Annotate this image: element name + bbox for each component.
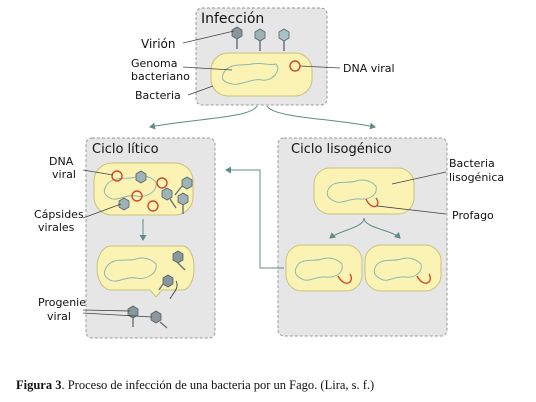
bacterium-cell bbox=[210, 52, 313, 97]
label-dna-viral-top: DNA viral bbox=[343, 62, 395, 75]
daughter-cell-left bbox=[285, 244, 363, 292]
infected-cell bbox=[93, 162, 194, 216]
lytic-panel: Ciclo lítico bbox=[82, 137, 216, 339]
prophage-icon bbox=[416, 273, 431, 284]
branch-arrows bbox=[149, 105, 376, 130]
bacterial-genome bbox=[221, 62, 279, 85]
figure-label: Figura 3 bbox=[16, 378, 62, 392]
virion-icon bbox=[278, 28, 290, 51]
label-bacteria-lisogenica-1: Bacteria bbox=[449, 157, 495, 170]
infection-title: Infección bbox=[201, 11, 264, 27]
viral-dna-icon bbox=[111, 170, 123, 182]
label-virion: Virión bbox=[141, 37, 176, 51]
lytic-title: Ciclo lítico bbox=[92, 142, 159, 157]
virion-icon bbox=[254, 28, 266, 51]
phage-infection-diagram: Infección Virión Genoma bacteriano Bacte… bbox=[34, 7, 504, 339]
label-bacteria-lisogenica-2: lisogénica bbox=[449, 171, 504, 184]
figure-caption: Figura 3. Proceso de infección de una ba… bbox=[16, 378, 526, 393]
phage-progeny-icon bbox=[158, 274, 174, 291]
capsid-icon bbox=[135, 170, 147, 184]
phage-progeny-icon bbox=[172, 250, 186, 271]
capsid-icon bbox=[118, 197, 130, 211]
capsid-icon bbox=[177, 192, 189, 214]
capsid-icon bbox=[174, 176, 193, 196]
label-dna-viral-left-1: DNA bbox=[49, 155, 74, 168]
caption-text: . Proceso de infección de una bacteria p… bbox=[61, 378, 375, 392]
label-capsides-2: virales bbox=[38, 221, 75, 234]
label-dna-viral-left-2: viral bbox=[52, 168, 76, 181]
phage-progeny-icon bbox=[127, 305, 139, 327]
return-arrow bbox=[225, 166, 284, 269]
lysogenic-title: Ciclo lisogénico bbox=[291, 142, 392, 157]
label-capsides-1: Cápsides bbox=[34, 208, 84, 221]
viral-dna-icon bbox=[156, 177, 168, 189]
lysogenic-panel: Ciclo lisogénico bbox=[277, 137, 448, 337]
label-genoma-2: bacteriano bbox=[131, 70, 190, 83]
label-progenie-2: viral bbox=[47, 310, 71, 323]
prophage-icon bbox=[365, 197, 379, 208]
prophage-icon bbox=[337, 273, 352, 284]
phage-progeny-icon bbox=[150, 310, 168, 329]
virion-icon bbox=[231, 26, 243, 49]
label-progenie-1: Progenie bbox=[38, 296, 86, 309]
viral-dna-icon bbox=[131, 190, 143, 202]
viral-dna-icon bbox=[147, 200, 159, 212]
label-genoma-1: Genoma bbox=[131, 57, 177, 70]
daughter-cell-right bbox=[364, 244, 442, 292]
capsid-icon bbox=[161, 187, 177, 209]
label-profago: Profago bbox=[452, 209, 494, 222]
label-bacteria: Bacteria bbox=[135, 89, 181, 102]
infection-panel: Infección bbox=[182, 7, 341, 106]
lysogenic-cell bbox=[313, 167, 415, 215]
